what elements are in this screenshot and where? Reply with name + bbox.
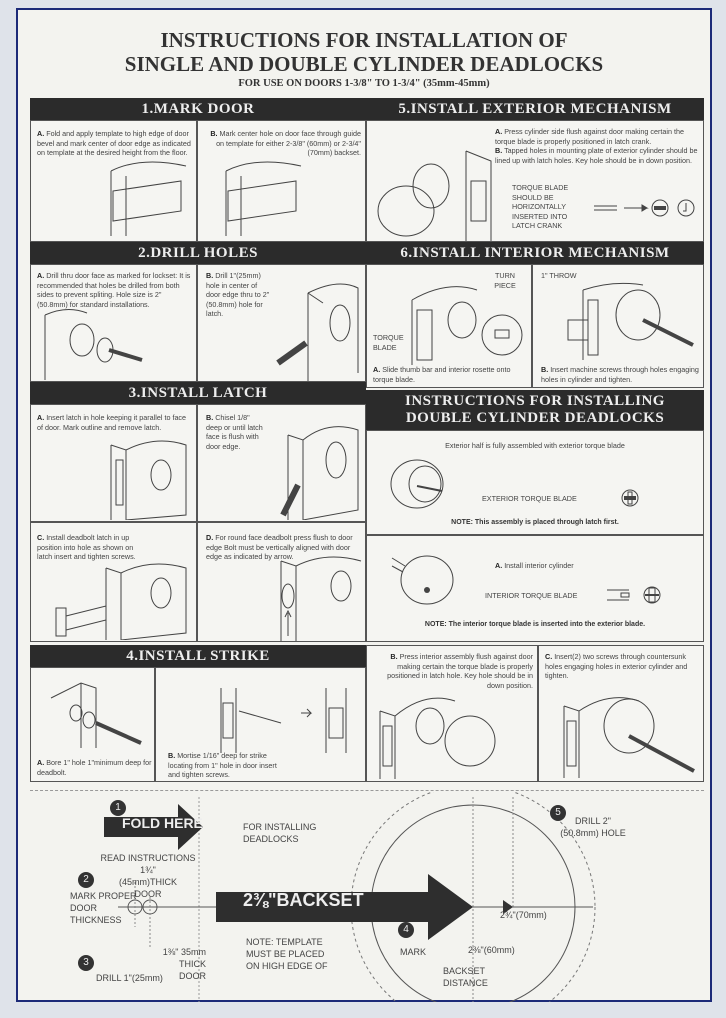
instruction-sheet: INSTRUCTIONS FOR INSTALLATION OF SINGLE …: [16, 8, 712, 1018]
step4-a-panel: A. Bore 1" hole 1"minimum deep for deadb…: [30, 667, 155, 782]
door-template-illustration: [206, 151, 306, 236]
exterior-torque-label: EXTERIOR TORQUE BLADE: [482, 494, 577, 503]
step-number-3: 3: [78, 955, 94, 971]
for-installing-label: FOR INSTALLING DEADLOCKS: [243, 822, 317, 844]
backset-distance-label: BACKSET DISTANCE: [443, 966, 488, 988]
title-line-2: SINGLE AND DOUBLE CYLINDER DEADLOCKS: [124, 52, 604, 76]
step5-panel: A. Press cylinder side flush against doo…: [366, 120, 704, 242]
step-number-2: 2: [78, 872, 94, 888]
interior-cylinder-panel: A. Install interior cylinder INTERIOR TO…: [366, 535, 704, 642]
step2-b-panel: B. Drill 1"(25mm) hole in center of door…: [197, 264, 366, 382]
edge-drill-illustration: [268, 273, 363, 381]
step6-a-text: A. Slide thumb bar and interior rosette …: [373, 365, 511, 384]
template-note: NOTE: TEMPLATE MUST BE PLACED ON HIGH ED…: [246, 937, 328, 971]
drill-1-label: DRILL 1"(25mm): [96, 973, 163, 983]
double-c-panel: C. Insert(2) two screws through counters…: [538, 645, 704, 782]
exterior-note: NOTE: This assembly is placed through la…: [451, 519, 619, 526]
thick-45-label: 1¾"(45mm)THICK DOOR: [119, 865, 177, 899]
step3-c-panel: C. Install deadbolt latch in up position…: [30, 522, 197, 642]
torque-blade-note: TORQUE BLADE SHOULD BE HORIZONTALLY INSE…: [512, 183, 569, 230]
interior-blade-icons: [605, 584, 665, 606]
interior-note: NOTE: The interior torque blade is inser…: [424, 621, 646, 628]
cut-line: [30, 790, 704, 791]
throw-label: 1" THROW: [541, 271, 577, 280]
double-title-1: INSTRUCTIONS FOR INSTALLING: [405, 393, 665, 409]
interior-a-text: A. Install interior cylinder: [495, 561, 574, 570]
mortise-strike-illustration: [211, 683, 361, 753]
exterior-half-panel: Exterior half is fully assembled with ex…: [366, 430, 704, 535]
thick-35-label: 1⅜" 35mm THICK DOOR: [162, 947, 206, 981]
step6-b-text: B. Insert machine screws through holes e…: [541, 365, 699, 384]
step4-b-text: B. Mortise 1/16" deep for strike locatin…: [168, 751, 277, 779]
double-b-panel: B. Press interior assembly flush against…: [366, 645, 538, 782]
step3-d-text-intro: D. For round face deadbolt press flush t…: [206, 533, 353, 561]
drill-2-label: DRILL 2"(50.8mm) HOLE: [560, 816, 626, 838]
hole-saw-illustration: [37, 305, 147, 380]
step5-b-text: B. Tapped holes in mounting plate of ext…: [495, 146, 698, 165]
step1-a-panel: A. Fold and apply template to high edge …: [30, 120, 197, 242]
step3-b-panel: B. Chisel 1/8" deep or until latch face …: [197, 404, 366, 522]
bore-hole-illustration: [41, 678, 146, 748]
exterior-intro: Exterior half is fully assembled with ex…: [445, 441, 625, 450]
mark-proper-thickness-label: MARK PROPER DOOR THICKNESS: [70, 891, 137, 925]
step2-a-text: A. Drill thru door face as marked for lo…: [37, 271, 191, 309]
step5-a-text: A. Press cylinder side flush against doo…: [495, 127, 684, 146]
step6-header: 6.INSTALL INTERIOR MECHANISM: [366, 242, 704, 264]
step3-a-text: A. Insert latch in hole keeping it paral…: [37, 413, 187, 432]
torque-blade-icon: [620, 488, 640, 508]
screwdriver-illustration: [563, 280, 698, 360]
double-c-text: C. Insert(2) two screws through counters…: [545, 652, 688, 680]
deadbolt-latch-illustration: [51, 558, 191, 641]
countersunk-screws-illustration: [554, 686, 699, 778]
step6-a-panel: TURN PIECE TORQUE BLADE A. Slide thumb b…: [366, 264, 532, 388]
exterior-assembly-illustration: [387, 456, 457, 511]
step-number-4: 4: [398, 922, 414, 938]
round-face-deadbolt-illustration: [276, 551, 364, 641]
interior-torque-label: INTERIOR TORQUE BLADE: [485, 591, 578, 600]
read-instructions-text: READ INSTRUCTIONS: [100, 853, 196, 863]
step6-b-panel: 1" THROW B. Insert machine screws throug…: [532, 264, 704, 388]
step3-header: 3.INSTALL LATCH: [30, 382, 366, 404]
d60-label: 2⅜"(60mm): [468, 945, 515, 955]
step5-header: 5.INSTALL EXTERIOR MECHANISM: [366, 98, 704, 120]
chisel-illustration: [268, 415, 363, 521]
step3-a-panel: A. Insert latch in hole keeping it paral…: [30, 404, 197, 522]
exterior-cylinder-illustration: [371, 141, 496, 241]
torque-blade-label: TORQUE BLADE: [373, 333, 404, 352]
subtitle: FOR USE ON DOORS 1-3/8" TO 1-3/4" (35mm-…: [238, 78, 490, 89]
step1-header: 1.MARK DOOR: [30, 98, 366, 120]
step1-b-panel: B. Mark center hole on door face through…: [197, 120, 366, 242]
step3-b-text: B. Chisel 1/8" deep or until latch face …: [206, 413, 263, 451]
interior-assembly-illustration: [375, 691, 505, 779]
latch-marking-illustration: [61, 435, 191, 521]
fold-here-label: FOLD HERE: [122, 815, 203, 831]
step4-header: 4.INSTALL STRIKE: [30, 645, 366, 667]
double-title-2: DOUBLE CYLINDER DEADLOCKS: [405, 410, 665, 426]
step3-c-text: C. Install deadbolt latch in up position…: [37, 533, 136, 561]
door-template-illustration: [91, 151, 191, 236]
torque-blade-icons: [592, 196, 697, 218]
interior-mechanism-illustration: [407, 280, 527, 365]
step2-a-panel: A. Drill thru door face as marked for lo…: [30, 264, 197, 382]
d70-label: 2¾"(70mm): [500, 910, 547, 920]
mark-label: MARK: [400, 947, 427, 957]
step1-b-text: B. Mark center hole on door face through…: [210, 129, 361, 157]
step4-a-text: A. Bore 1" hole 1"minimum deep for deadb…: [37, 758, 152, 777]
step1-a-text: A. Fold and apply template to high edge …: [37, 129, 191, 157]
title-line-1: INSTRUCTIONS FOR INSTALLATION OF: [160, 28, 568, 52]
backset-label: 2⅜"BACKSET: [243, 890, 364, 910]
drilling-template-graphic: [18, 784, 712, 1018]
read-instructions-label: READ INSTRUCTIONS 1¾"(45mm)THICK DOOR: [93, 852, 203, 900]
turn-piece-label: TURN PIECE: [494, 271, 516, 290]
double-b-text: B. Press interior assembly flush against…: [387, 652, 533, 690]
step2-b-text: B. Drill 1"(25mm) hole in center of door…: [206, 271, 270, 318]
interior-cylinder-illustration: [387, 548, 457, 608]
step-number-5: 5: [550, 805, 566, 821]
step4-b-panel: B. Mortise 1/16" deep for strike locatin…: [155, 667, 366, 782]
step-number-1: 1: [110, 800, 126, 816]
step3-d-panel: D. For round face deadbolt press flush t…: [197, 522, 366, 642]
step2-header: 2.DRILL HOLES: [30, 242, 366, 264]
